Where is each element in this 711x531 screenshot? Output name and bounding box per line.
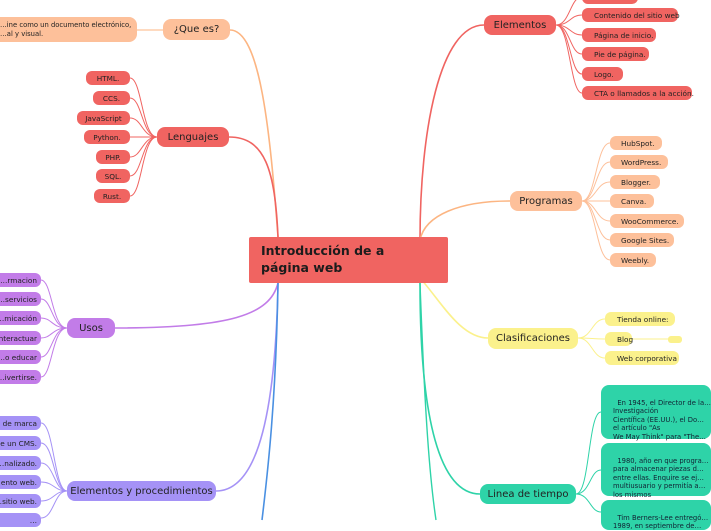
elemento-item[interactable]: … (582, 0, 638, 4)
elemproc-item[interactable]: … de marca (0, 416, 41, 430)
programa-google-sites[interactable]: Google Sites. (610, 233, 674, 247)
link-leng-item (129, 117, 158, 138)
branch-elementos-procedimientos-label: Elementos y procedimientos (70, 485, 213, 497)
link-root-linea-down (419, 282, 437, 521)
branch-usos-label: Usos (79, 322, 103, 334)
link-linea-item (575, 493, 602, 513)
lenguaje-python[interactable]: Python. (84, 130, 130, 144)
programa-canva[interactable]: Canva. (610, 194, 654, 208)
link-elementos-item (555, 24, 583, 75)
link-clasif-item (577, 337, 606, 359)
branch-que-es-label: ¿Que es? (173, 24, 220, 35)
link-elemproc-item (40, 462, 68, 492)
timeline-entry-1980[interactable]: 1980, año en que progra… para almacenar … (601, 443, 711, 499)
elemproc-item[interactable]: … (0, 513, 41, 527)
lenguaje-javascript[interactable]: JavaScript (77, 111, 130, 125)
link-leng-item (129, 136, 158, 197)
branch-elementos-procedimientos[interactable]: Elementos y procedimientos (67, 481, 216, 501)
uso-item[interactable]: …rmacion (0, 273, 41, 287)
branch-linea-de-tiempo[interactable]: Linea de tiempo (480, 484, 576, 504)
clasif-blog[interactable]: Blog (605, 332, 633, 346)
lenguaje-ccs[interactable]: CCS. (93, 91, 130, 105)
link-root-elementos (419, 24, 485, 241)
uso-item[interactable]: …micación (0, 311, 41, 325)
programa-hubspot[interactable]: HubSpot. (610, 136, 662, 150)
link-root-quees (229, 29, 279, 238)
central-topic[interactable]: Introducción de a página web (249, 237, 448, 283)
link-elementos-item (555, 14, 583, 26)
uso-item[interactable]: …nteractuar (0, 331, 41, 345)
elemproc-item[interactable]: …nalizado. (0, 456, 41, 470)
branch-que-es[interactable]: ¿Que es? (163, 19, 230, 40)
elemento-contenido[interactable]: Contenido del sitio web (582, 8, 680, 22)
central-topic-title: Introducción de a página web (261, 243, 385, 275)
link-elemproc-item (40, 442, 68, 492)
clasif-web-corporativa[interactable]: Web corporativa (605, 351, 679, 365)
programa-woocommerce[interactable]: WooCommerce. (610, 214, 684, 228)
lenguaje-php[interactable]: PHP. (96, 150, 130, 164)
que-es-definition[interactable]: …ine como un documento electrónico, …al … (0, 17, 137, 42)
link-leng-item (129, 77, 158, 138)
programa-weebly[interactable]: Weebly. (610, 253, 656, 267)
branch-clasificaciones[interactable]: Clasificaciones (488, 328, 578, 349)
link-usos-item (40, 298, 68, 329)
branch-elementos[interactable]: Elementos (484, 15, 556, 35)
que-es-definition-text: …ine como un documento electrónico, …al … (0, 20, 132, 38)
link-linea-item (575, 469, 602, 495)
link-elementos-item (555, 0, 577, 26)
link-root-linea (419, 282, 481, 495)
connector-lines (40, 0, 670, 521)
uso-item[interactable]: …servicios (0, 292, 41, 306)
elemproc-item[interactable]: …e un CMS. (0, 436, 41, 450)
clasif-blog-subnode[interactable] (668, 336, 682, 343)
elemproc-item[interactable]: …sitio web. (0, 494, 41, 508)
elemento-pie-pagina[interactable]: Pie de página. (582, 47, 649, 61)
branch-lenguajes[interactable]: Lenguajes (157, 127, 229, 147)
link-usos-item (40, 317, 68, 329)
programa-blogger[interactable]: Blogger. (610, 175, 660, 189)
link-programas-item (581, 200, 611, 222)
link-root-usos (114, 282, 279, 329)
branch-linea-de-tiempo-label: Linea de tiempo (487, 488, 569, 500)
branch-elementos-label: Elementos (493, 19, 547, 31)
link-programas-item (581, 161, 611, 202)
clasif-tienda-online[interactable]: Tienda online: (605, 312, 675, 326)
branch-clasificaciones-label: Clasificaciones (496, 333, 570, 344)
link-elemproc-item (40, 490, 68, 519)
link-programas-item (581, 200, 611, 261)
lenguaje-html[interactable]: HTML. (86, 71, 130, 85)
elemento-pagina-inicio[interactable]: Página de inicio. (582, 28, 656, 42)
branch-usos[interactable]: Usos (67, 318, 115, 338)
link-root-clasificaciones (419, 277, 489, 339)
uso-item[interactable]: …ivertirse. (0, 370, 41, 384)
link-elemproc-item (40, 422, 68, 492)
link-programas-item (581, 181, 611, 202)
elemento-cta[interactable]: CTA o llamados a la acción. (582, 86, 694, 100)
branch-programas[interactable]: Programas (510, 191, 582, 211)
timeline-entry-1945[interactable]: En 1945, el Director de la… Investigació… (601, 385, 711, 441)
link-elementos-item (555, 24, 583, 94)
link-clasif-item (577, 318, 606, 339)
uso-item[interactable]: …o educar (0, 350, 41, 364)
link-leng-item (129, 97, 158, 138)
link-root-down-blue (261, 282, 279, 521)
link-root-lenguajes (228, 136, 279, 238)
elemento-logo[interactable]: Logo. (582, 67, 623, 81)
link-usos-item (40, 279, 68, 329)
programa-wordpress[interactable]: WordPress. (610, 155, 668, 169)
branch-programas-label: Programas (519, 195, 573, 207)
link-usos-item (40, 327, 68, 378)
lenguaje-sql[interactable]: SQL. (96, 169, 130, 183)
branch-lenguajes-label: Lenguajes (167, 131, 219, 143)
link-root-programas (419, 200, 511, 241)
timeline-entry-1989[interactable]: Tim Berners-Lee entregó… 1989, en septie… (601, 500, 711, 530)
lenguaje-rust[interactable]: Rust. (94, 189, 130, 203)
elemproc-item[interactable]: …ento web. (0, 475, 41, 489)
link-linea-item (575, 411, 602, 495)
